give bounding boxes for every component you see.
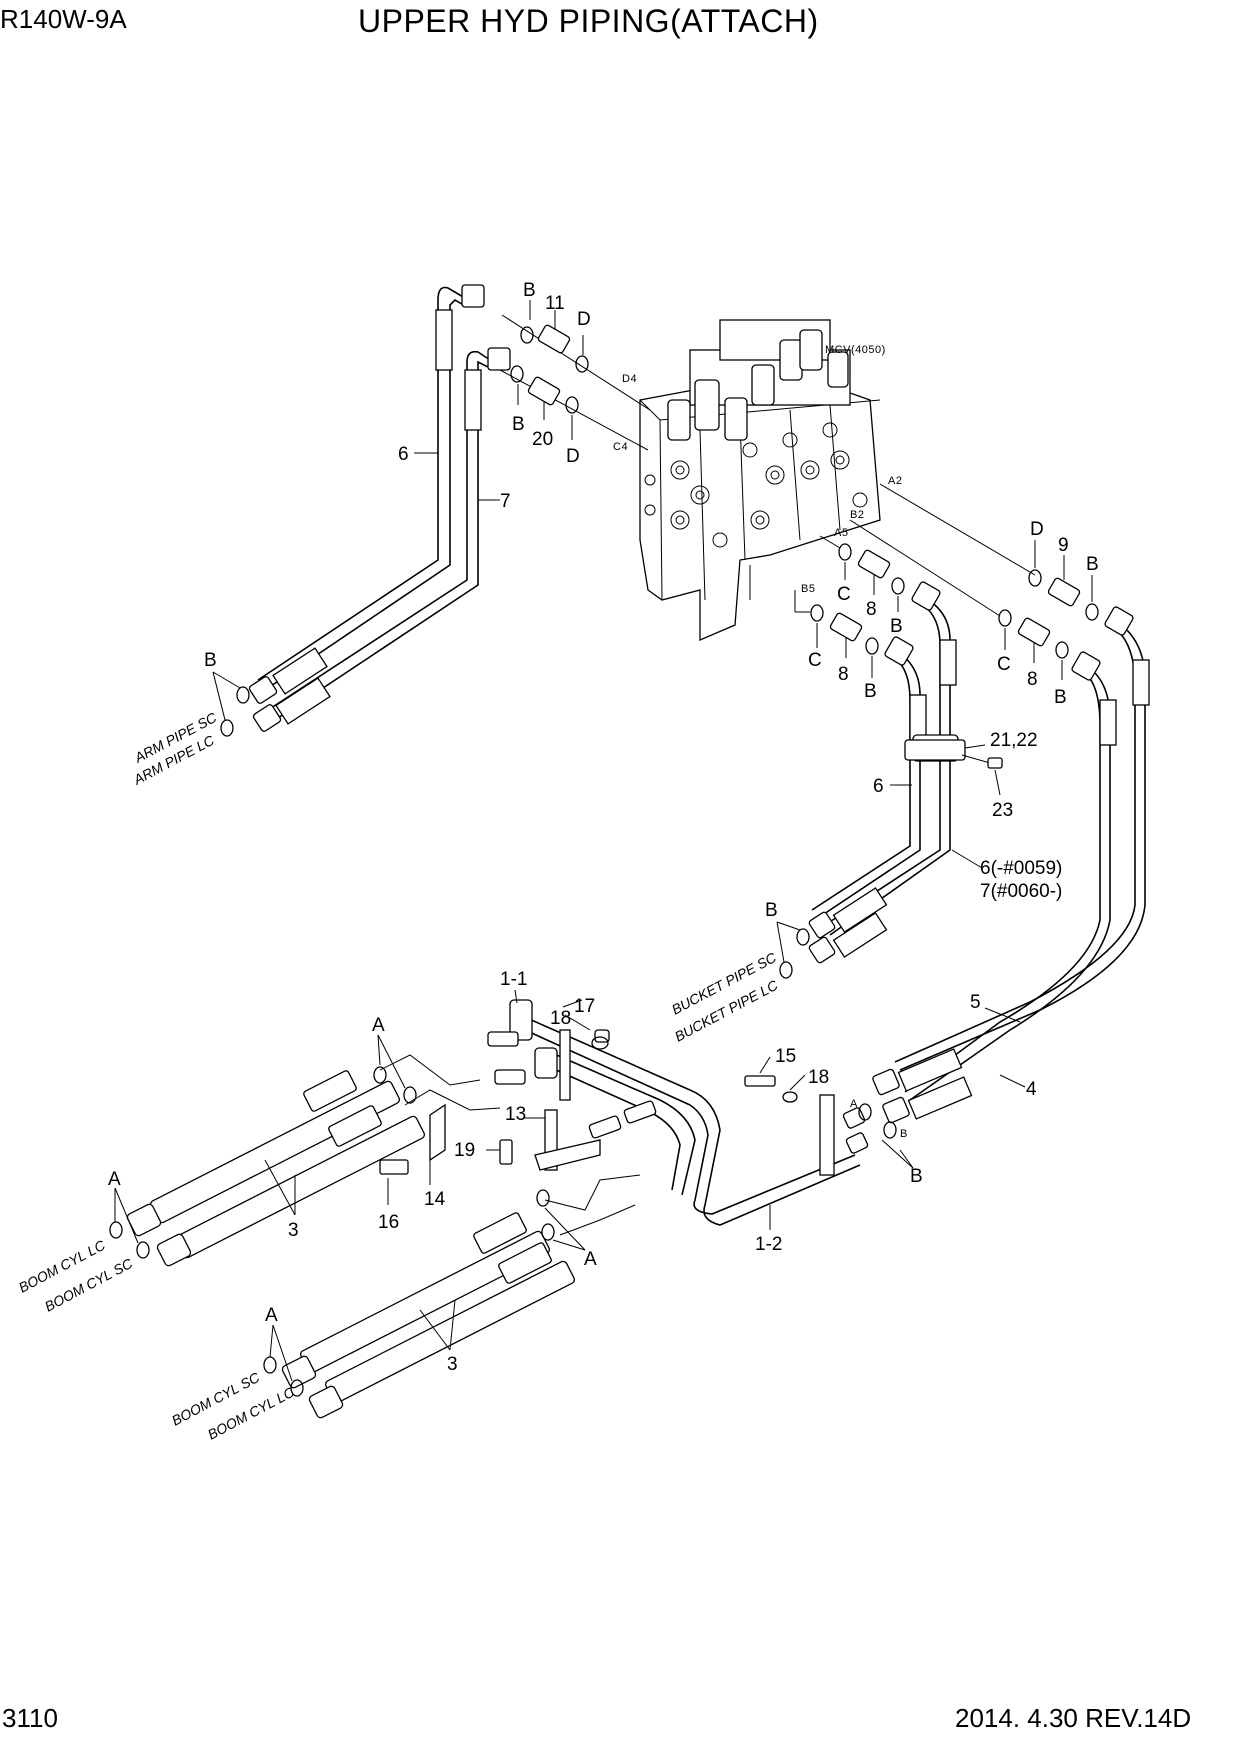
part-4: 4 bbox=[1026, 1079, 1037, 1100]
part-23: 23 bbox=[992, 800, 1013, 821]
mcv-port-a5: A5 bbox=[834, 527, 848, 539]
part-7-range: 7(#0060-) bbox=[980, 881, 1062, 902]
oring-b-top1: B bbox=[523, 280, 536, 301]
oring-b-arm: B bbox=[204, 650, 217, 671]
part-13: 13 bbox=[505, 1104, 526, 1125]
oring-c-bucket1: C bbox=[837, 584, 851, 605]
oring-a-small: A bbox=[850, 1098, 858, 1110]
bucket-pipe-orings bbox=[776, 921, 810, 979]
oring-a-boom3: A bbox=[108, 1169, 121, 1190]
oring-b-bucket: B bbox=[765, 900, 778, 921]
main-control-valve bbox=[639, 319, 881, 641]
bracket-hardware bbox=[379, 999, 806, 1205]
oring-b-small: B bbox=[900, 1128, 908, 1140]
mcv-label: MCV(4050) bbox=[825, 344, 886, 356]
oring-a-boom2: A bbox=[584, 1249, 597, 1270]
boom-hoses-lower bbox=[281, 1174, 641, 1419]
port-leaders bbox=[499, 314, 1036, 617]
part-20: 20 bbox=[532, 429, 553, 450]
part-18-lower: 18 bbox=[808, 1067, 829, 1088]
part-16: 16 bbox=[378, 1212, 399, 1233]
model-code: R140W-9A bbox=[0, 4, 127, 34]
arm-pipe-orings bbox=[212, 671, 250, 737]
part-19: 19 bbox=[454, 1140, 475, 1161]
oring-d-top1: D bbox=[577, 309, 591, 330]
pipe-clamp bbox=[904, 739, 1003, 796]
part-8-bucket1: 8 bbox=[866, 599, 877, 620]
part-6-range: 6(-#0059) bbox=[980, 858, 1062, 879]
part-3-lower: 3 bbox=[447, 1354, 458, 1375]
boom-right-orings bbox=[858, 1103, 914, 1169]
boom-a-orings bbox=[109, 1034, 586, 1397]
oring-b-top2: B bbox=[512, 414, 525, 435]
oring-c-bucket2: C bbox=[808, 650, 822, 671]
oring-b-right1: B bbox=[1086, 554, 1099, 575]
oring-d-right: D bbox=[1030, 519, 1044, 540]
part-17: 17 bbox=[574, 996, 595, 1017]
mcv-port-b5: B5 bbox=[801, 583, 815, 595]
part-11: 11 bbox=[545, 293, 565, 314]
oring-b-bucket1: B bbox=[890, 616, 903, 637]
top-fittings bbox=[510, 300, 589, 440]
part-8-bucket2: 8 bbox=[838, 664, 849, 685]
part-6-bucket: 6 bbox=[873, 776, 884, 797]
bucket-fittings bbox=[810, 543, 905, 678]
page-number: 3110 bbox=[2, 1703, 58, 1733]
part-3-upper: 3 bbox=[288, 1220, 299, 1241]
part-8-right: 8 bbox=[1027, 669, 1038, 690]
revision-date: 2014. 4.30 REV.14D bbox=[955, 1703, 1192, 1733]
mcv-port-b2: B2 bbox=[850, 509, 864, 521]
oring-b-boom-right: B bbox=[910, 1166, 923, 1187]
part-6-arm: 6 bbox=[398, 444, 409, 465]
part-1-1: 1-1 bbox=[500, 969, 527, 990]
part-21-22: 21,22 bbox=[990, 730, 1038, 751]
boom-pipes-right bbox=[872, 606, 1150, 1124]
oring-a-boom4: A bbox=[265, 1305, 278, 1326]
arm-pipes bbox=[248, 284, 511, 732]
part-18-upper: 18 bbox=[550, 1008, 571, 1029]
page-title: UPPER HYD PIPING(ATTACH) bbox=[358, 3, 819, 39]
oring-d-top2: D bbox=[566, 446, 580, 467]
oring-b-right2: B bbox=[1054, 687, 1067, 708]
boom-pipe-assembly bbox=[487, 999, 869, 1226]
mcv-port-a2: A2 bbox=[888, 475, 902, 487]
part-5: 5 bbox=[970, 992, 981, 1013]
boom-hoses-upper bbox=[126, 1054, 501, 1267]
bucket-pipes bbox=[808, 581, 959, 964]
part-14: 14 bbox=[424, 1189, 446, 1210]
part-15: 15 bbox=[775, 1046, 796, 1067]
mcv-port-c4: C4 bbox=[613, 441, 628, 453]
oring-c-right: C bbox=[997, 654, 1011, 675]
part-7-arm: 7 bbox=[500, 491, 511, 512]
oring-a-boom1: A bbox=[372, 1015, 385, 1036]
mcv-port-d4: D4 bbox=[622, 373, 637, 385]
part-1-2: 1-2 bbox=[755, 1234, 782, 1255]
oring-b-bucket2: B bbox=[864, 681, 877, 702]
part-9: 9 bbox=[1058, 535, 1069, 556]
right-fittings bbox=[998, 540, 1099, 680]
